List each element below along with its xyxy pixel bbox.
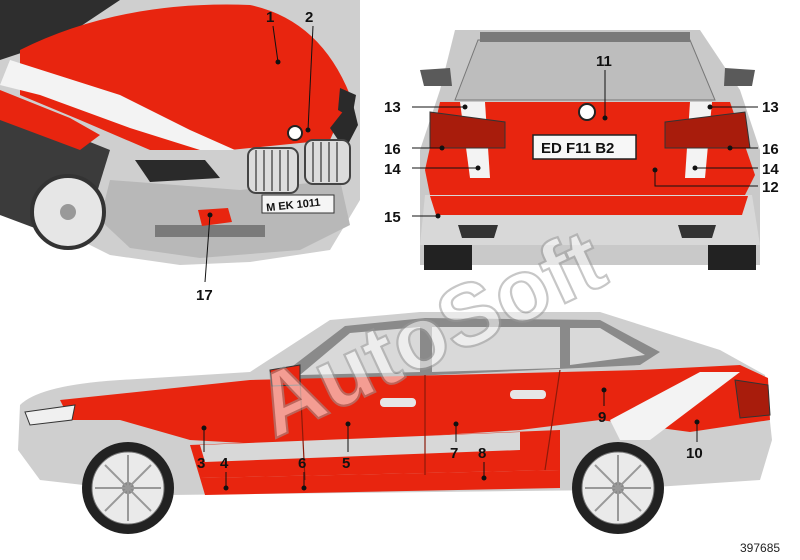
callout-5: 5 (342, 455, 350, 472)
side-handle-front (380, 398, 416, 407)
callout-12: 12 (762, 179, 779, 196)
callout-8: 8 (478, 445, 486, 462)
rear-window (454, 39, 716, 101)
callout-15: 15 (384, 209, 401, 226)
rear-spoiler (480, 32, 690, 42)
callout-13-right: 13 (762, 99, 779, 116)
front-wheel-hub (60, 204, 76, 220)
side-door-line-1 (299, 379, 306, 481)
callout-3: 3 (197, 455, 205, 472)
rear-taillight-left (429, 111, 506, 149)
reference-number: 397685 (740, 541, 780, 555)
callout-17: 17 (196, 287, 213, 304)
rear-view: ED F11 B2 (420, 30, 760, 270)
side-window-quarter (570, 328, 645, 365)
rear-bmw-logo (578, 103, 596, 121)
callout-4: 4 (220, 455, 229, 472)
side-window-front (300, 327, 420, 375)
rear-tire-left (424, 245, 472, 270)
front-lower-grille (155, 225, 265, 237)
rear-license-plate (532, 134, 637, 160)
side-handle-rear (510, 390, 546, 399)
callout-1: 1 (266, 9, 274, 26)
callout-14-left: 14 (384, 161, 401, 178)
front-marker-17 (198, 208, 232, 226)
rear-mirror-left (420, 68, 452, 86)
side-livery-stripe (610, 372, 740, 440)
side-taillight (734, 379, 771, 419)
side-door-line-3 (544, 369, 561, 471)
side-view (18, 312, 772, 534)
rear-exhaust-right (678, 225, 716, 238)
front-windshield (0, 0, 120, 60)
rear-mirror-right (724, 68, 755, 86)
side-window-rear (432, 327, 560, 372)
side-rim-spokes (95, 455, 651, 521)
front-side-red (0, 90, 100, 150)
callout-numbers: 1 2 3 4 5 6 7 8 9 10 11 12 13 13 14 14 1… (196, 9, 779, 472)
rear-tire-right (708, 245, 756, 270)
callout-13-left: 13 (384, 99, 401, 116)
rear-exhaust-left (458, 225, 498, 238)
callout-14-right: 14 (762, 161, 779, 178)
callout-10: 10 (686, 445, 703, 462)
callout-9: 9 (598, 409, 606, 426)
front-grille-right (304, 139, 351, 185)
side-mirror (269, 364, 301, 387)
callout-2: 2 (305, 9, 313, 26)
side-lower-silver (200, 432, 520, 462)
front-plate-text: M EK 1011 (266, 197, 321, 215)
front-grille-left (247, 147, 299, 194)
front-view: M EK 1011 (0, 0, 360, 265)
callout-7: 7 (450, 445, 458, 462)
side-sill (200, 470, 560, 495)
front-hood-stripe (0, 60, 235, 150)
callout-6: 6 (298, 455, 306, 472)
front-license-plate (261, 194, 335, 214)
side-headlight (24, 404, 76, 426)
front-headlight-left (135, 160, 220, 182)
rear-bumper-red (430, 196, 748, 215)
rear-plate-text: ED F11 B2 (541, 140, 614, 157)
callout-16-right: 16 (762, 141, 779, 158)
front-mirror (338, 88, 356, 118)
callout-16-left: 16 (384, 141, 401, 158)
callout-11: 11 (596, 53, 612, 70)
front-grille-bars (255, 142, 338, 191)
leader-lines (201, 25, 758, 491)
front-bmw-logo (287, 125, 303, 141)
